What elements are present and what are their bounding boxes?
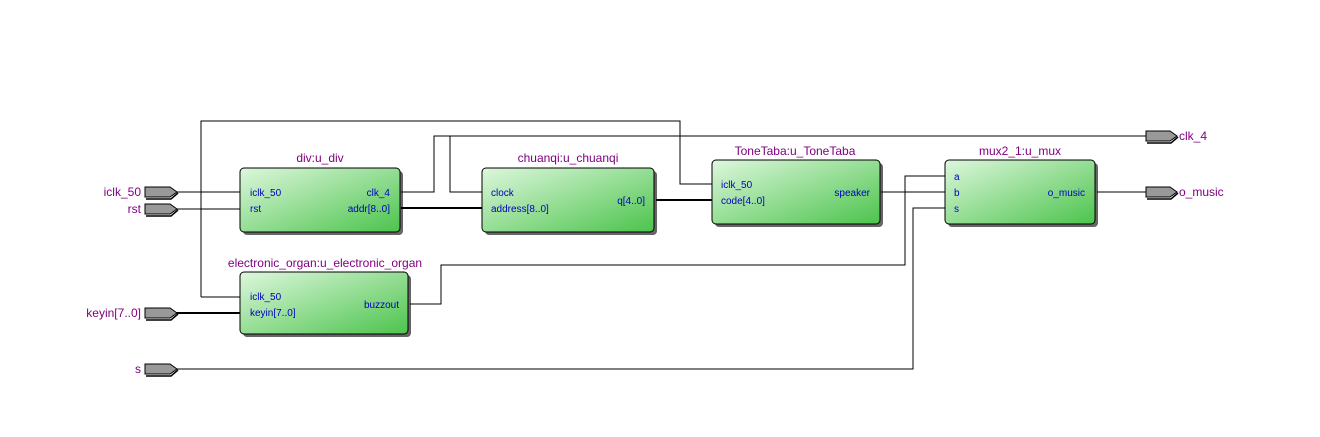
- output-pin-clk4[interactable]: clk_4: [1145, 129, 1207, 144]
- block-mux-body[interactable]: [944, 159, 1096, 225]
- input-pin-rst[interactable]: rst: [128, 202, 179, 217]
- block-organ-body[interactable]: [239, 271, 409, 335]
- port-tonetaba-code: code[4..0]: [721, 196, 765, 207]
- block-tonetaba-title: ToneTaba:u_ToneTaba: [735, 144, 856, 158]
- block-chuanqi-title: chuanqi:u_chuanqi: [518, 151, 619, 165]
- block-mux[interactable]: mux2_1:u_mux a b s o_music: [944, 144, 1098, 227]
- wires-layer: [176, 120, 1147, 370]
- output-pin-o-music-shape[interactable]: [1145, 186, 1178, 198]
- block-organ[interactable]: electronic_organ:u_electronic_organ iclk…: [228, 256, 422, 337]
- port-mux-s: s: [954, 204, 959, 215]
- block-div-body[interactable]: [239, 167, 401, 233]
- output-pin-clk4-shape[interactable]: [1145, 130, 1178, 142]
- port-div-rst: rst: [250, 204, 261, 215]
- block-div[interactable]: div:u_div iclk_50 rst clk_4 addr[8..0]: [239, 151, 403, 235]
- port-organ-buzzout: buzzout: [364, 300, 399, 311]
- input-pin-keyin-label: keyin[7..0]: [86, 306, 141, 320]
- port-chuanqi-q: q[4..0]: [617, 196, 645, 207]
- port-div-clk4: clk_4: [367, 188, 391, 199]
- block-organ-title: electronic_organ:u_electronic_organ: [228, 256, 422, 270]
- port-mux-a: a: [954, 172, 960, 183]
- block-chuanqi-body[interactable]: [481, 167, 655, 233]
- input-pin-rst-shape[interactable]: [144, 203, 178, 215]
- input-pin-iclk50-label: iclk_50: [104, 185, 142, 199]
- port-tonetaba-iclk50: iclk_50: [721, 180, 753, 191]
- block-div-title: div:u_div: [296, 151, 343, 165]
- output-pin-o-music-label: o_music: [1179, 185, 1224, 199]
- input-pin-s[interactable]: s: [135, 362, 179, 377]
- input-pin-iclk50[interactable]: iclk_50: [104, 185, 179, 200]
- input-pin-rst-label: rst: [128, 202, 142, 216]
- port-mux-o-music: o_music: [1048, 188, 1085, 199]
- port-mux-b: b: [954, 188, 960, 199]
- wire-iclk50-tonetaba[interactable]: [200, 120, 713, 297]
- input-pin-s-label: s: [135, 362, 141, 376]
- output-pin-clk4-label: clk_4: [1179, 129, 1207, 143]
- block-chuanqi[interactable]: chuanqi:u_chuanqi clock address[8..0] q[…: [481, 151, 657, 235]
- output-pin-o-music[interactable]: o_music: [1145, 185, 1224, 200]
- input-pin-keyin-shape[interactable]: [144, 307, 178, 319]
- port-div-iclk50: iclk_50: [250, 188, 282, 199]
- port-chuanqi-clock: clock: [491, 188, 515, 199]
- input-pin-s-shape[interactable]: [144, 363, 178, 375]
- port-div-addr: addr[8..0]: [348, 204, 390, 215]
- wire-clk4-chuanqi[interactable]: [449, 136, 483, 193]
- port-organ-iclk50: iclk_50: [250, 292, 282, 303]
- block-tonetaba-body[interactable]: [711, 159, 881, 225]
- block-tonetaba[interactable]: ToneTaba:u_ToneTaba iclk_50 code[4..0] s…: [711, 144, 883, 227]
- input-pin-keyin[interactable]: keyin[7..0]: [86, 306, 179, 321]
- wire-speaker[interactable]: [881, 175, 946, 193]
- port-chuanqi-address: address[8..0]: [491, 204, 549, 215]
- port-tonetaba-speaker: speaker: [834, 188, 870, 199]
- wire-buzzout[interactable]: [410, 191, 946, 305]
- block-mux-title: mux2_1:u_mux: [979, 144, 1061, 158]
- wire-s[interactable]: [176, 207, 946, 370]
- wire-clk4[interactable]: [401, 135, 1147, 193]
- port-organ-keyin: keyin[7..0]: [250, 308, 296, 319]
- input-pin-iclk50-shape[interactable]: [144, 186, 178, 198]
